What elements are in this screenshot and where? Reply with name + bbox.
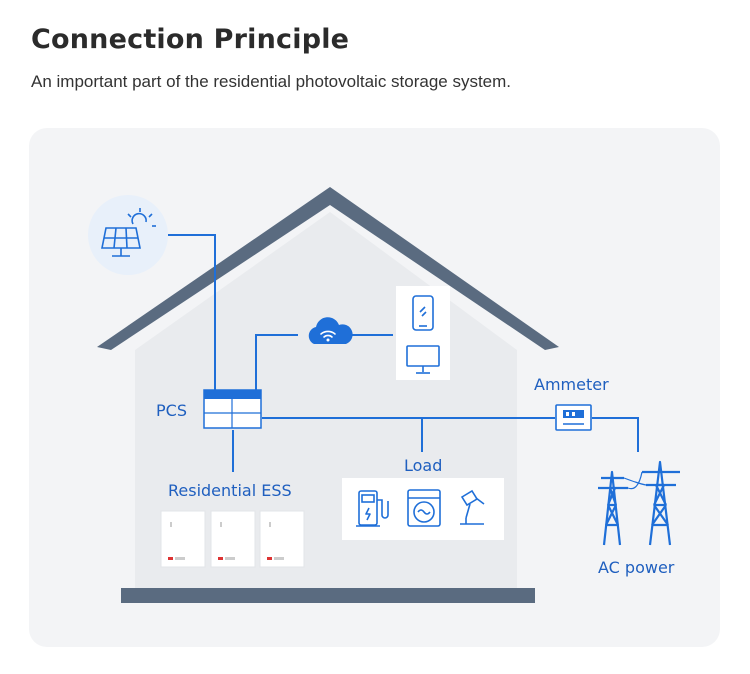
phone-icon xyxy=(412,295,434,331)
page-subtitle: An important part of the residential pho… xyxy=(31,72,512,91)
pcs-unit-icon xyxy=(203,389,262,429)
washing-machine-icon xyxy=(407,489,441,527)
wire-pcs-cloud xyxy=(255,334,298,390)
solar-panel-icon xyxy=(88,195,168,275)
ammeter-label: Ammeter xyxy=(534,375,609,394)
page-title: Connection Principle xyxy=(31,24,350,55)
monitor-icon xyxy=(406,345,440,374)
wires xyxy=(168,234,639,472)
load-box xyxy=(342,478,504,540)
lamp-icon xyxy=(460,489,485,525)
wire-ammeter-grid xyxy=(592,417,639,452)
load-label: Load xyxy=(404,456,443,475)
house-ground xyxy=(121,588,535,603)
battery-cabinet-icon xyxy=(160,510,305,568)
wire-solar-pcs xyxy=(168,234,216,390)
ammeter-icon xyxy=(555,404,592,431)
devices-box xyxy=(396,286,450,380)
pcs-label: PCS xyxy=(156,401,187,420)
residential-ess-label: Residential ESS xyxy=(168,481,292,500)
cloud-wifi-icon xyxy=(308,317,353,344)
pylon-icon xyxy=(598,460,680,546)
ev-charger-icon xyxy=(356,490,389,527)
ac-power-label: AC power xyxy=(598,558,675,577)
